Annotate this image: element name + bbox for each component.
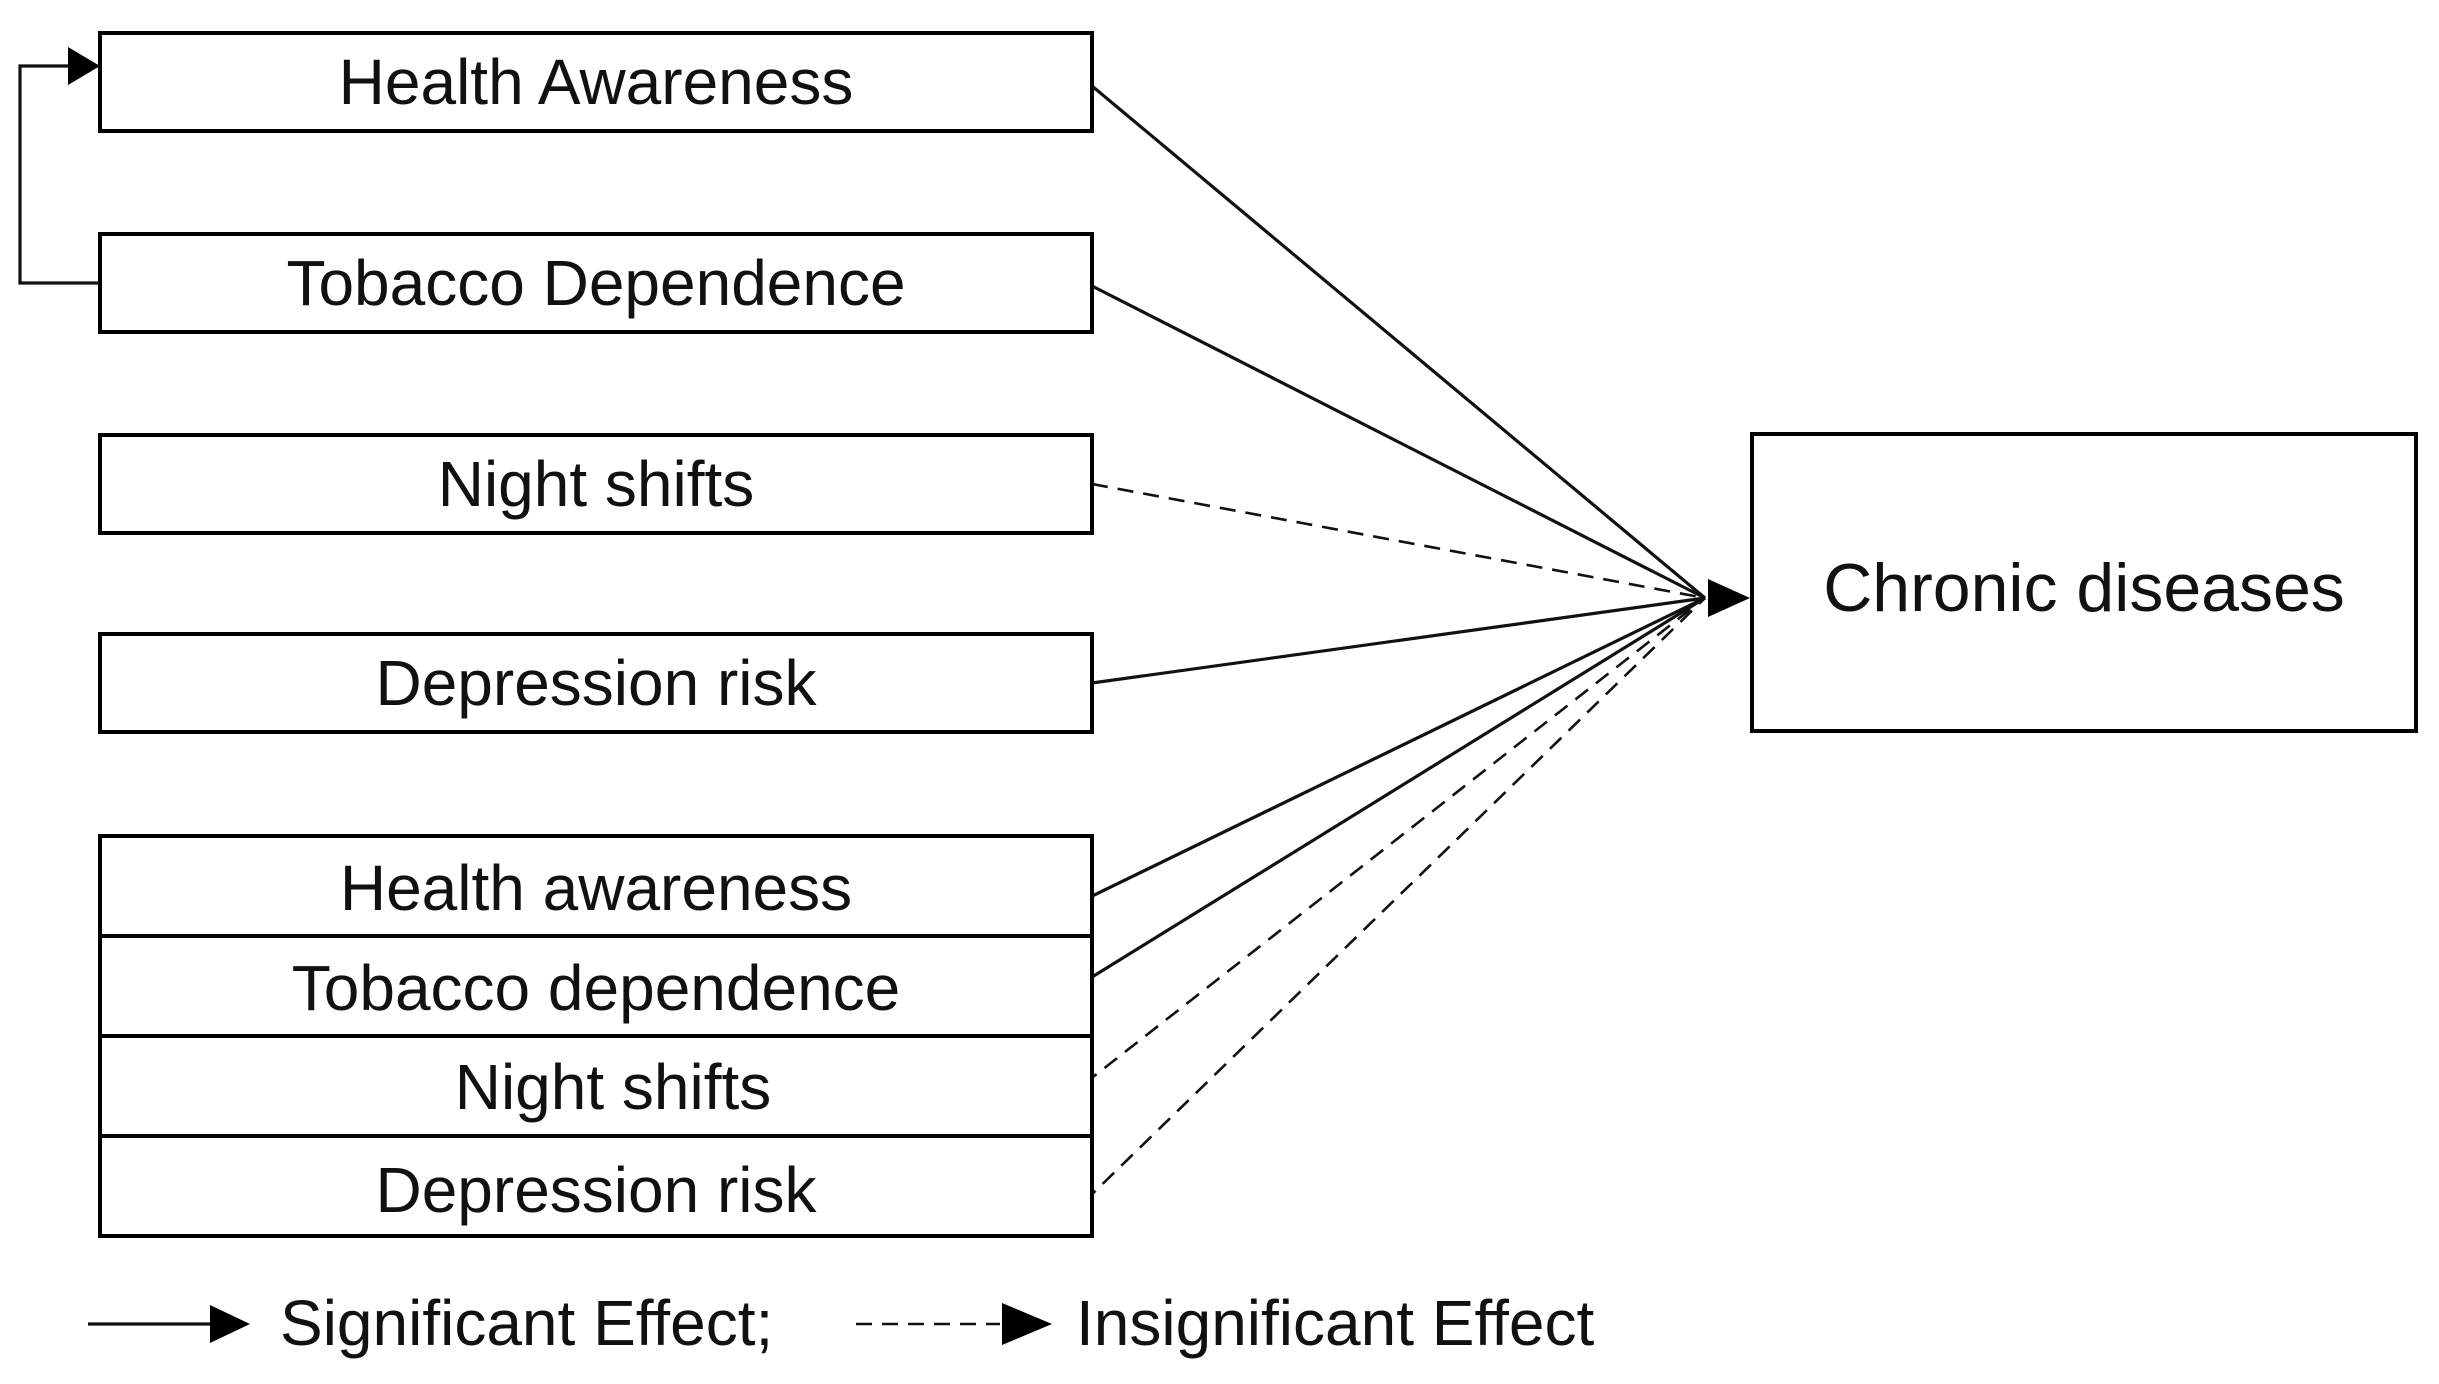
predictor-box-night-shifts: Night shifts — [98, 433, 1094, 535]
legend-significant-arrowhead — [210, 1305, 250, 1343]
predictor-label: Tobacco Dependence — [286, 247, 905, 319]
feedback-arrow — [18, 47, 100, 285]
edge-stacked-night-shifts — [1083, 596, 1706, 1086]
stacked-predictor-group: Health awareness Tobacco dependence Nigh… — [98, 834, 1094, 1238]
stacked-predictor-label: Health awareness — [340, 852, 852, 924]
legend-insignificant-label: Insignificant Effect — [1076, 1287, 1594, 1359]
feedback-arrowhead — [68, 47, 100, 85]
stacked-predictor-label: Depression risk — [375, 1154, 817, 1226]
edge-stacked-health-awareness — [1083, 596, 1706, 902]
stacked-predictor-label: Night shifts — [455, 1051, 772, 1123]
edge-health-awareness — [1090, 84, 1707, 600]
edge-depression-risk — [1091, 596, 1706, 685]
predictor-label: Night shifts — [438, 448, 755, 520]
edge-tobacco-dependence — [1091, 284, 1706, 600]
predictor-label: Health Awareness — [339, 46, 854, 118]
edge-stacked-tobacco-dependence — [1083, 596, 1706, 984]
effect-edges — [1083, 84, 1750, 1203]
target-label: Chronic diseases — [1823, 550, 2345, 626]
target-box-chronic-diseases: Chronic diseases — [1750, 432, 2418, 733]
legend-significant-label: Significant Effect; — [280, 1287, 773, 1359]
edge-night-shifts — [1091, 482, 1706, 600]
predictor-box-depression-risk: Depression risk — [98, 632, 1094, 734]
edge-stacked-depression-risk — [1083, 597, 1706, 1203]
predictor-label: Depression risk — [375, 647, 817, 719]
target-arrowhead — [1708, 579, 1750, 617]
predictor-box-health-awareness: Health Awareness — [98, 31, 1094, 133]
legend-insignificant-arrowhead — [1002, 1303, 1052, 1345]
predictor-box-tobacco-dependence: Tobacco Dependence — [98, 232, 1094, 334]
stacked-predictor-label: Tobacco dependence — [292, 952, 901, 1024]
legend: Significant Effect; Insignificant Effect — [88, 1287, 1594, 1359]
